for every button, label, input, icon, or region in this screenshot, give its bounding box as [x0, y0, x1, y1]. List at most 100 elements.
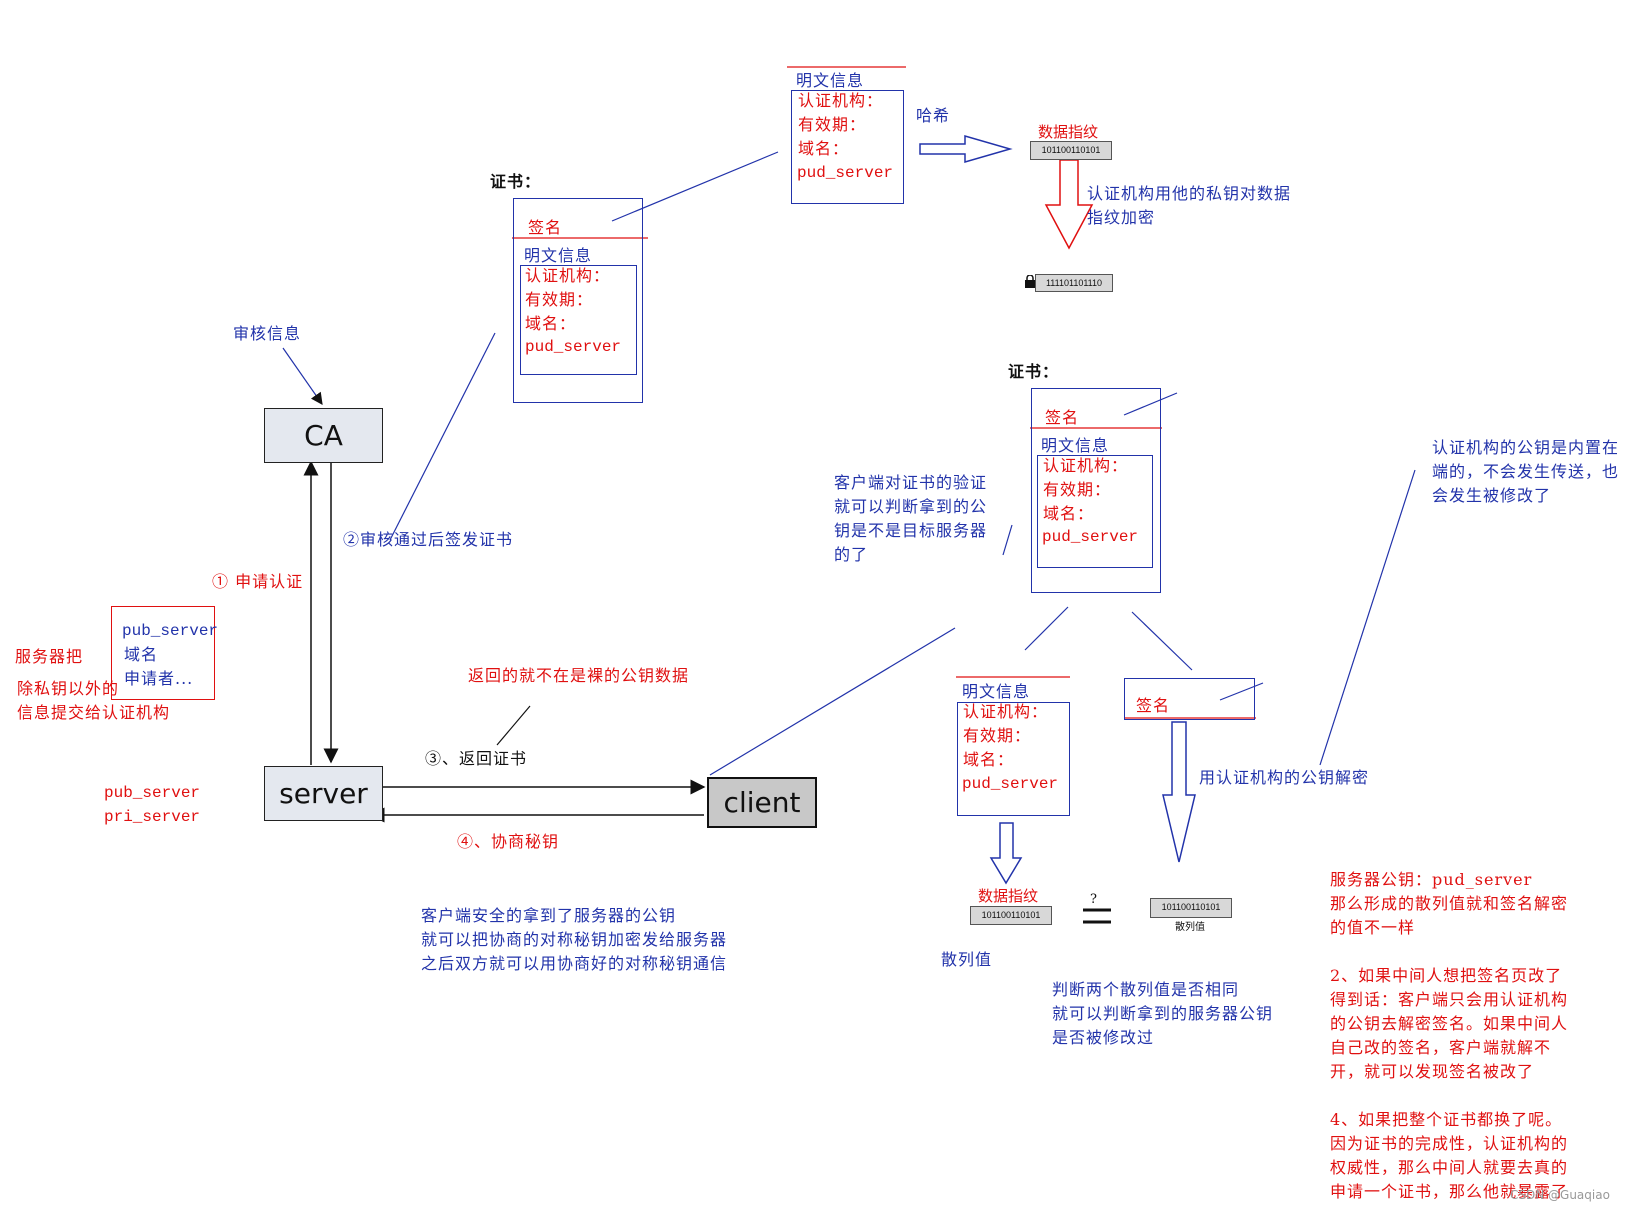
line-client-cert2	[709, 627, 956, 776]
cert1-plain: 明文信息	[524, 246, 593, 265]
cert2-field-ca: 认证机构：	[1043, 456, 1129, 475]
cert2-sign: 签名	[1045, 408, 1080, 427]
cert1-field-validity: 有效期：	[525, 290, 594, 309]
split-sign-box	[1124, 678, 1255, 720]
encrypt-arrow-icon	[1044, 159, 1094, 250]
line-cert2-plain	[1024, 606, 1069, 651]
client-note-1: 客户端安全的拿到了服务器的公钥	[421, 906, 677, 925]
client-note-2: 就可以把协商的对称秘钥加密发给服务器	[421, 930, 728, 949]
info-box	[111, 606, 215, 700]
hash-down-arrow-icon	[989, 822, 1023, 885]
cert2-box	[1031, 388, 1161, 593]
split-field-key: pud_server	[962, 775, 1059, 793]
arrow-review-info	[282, 347, 323, 405]
verify-note-2: 就可以判断拿到的公	[834, 497, 988, 516]
split-fingerprint-label: 数据指纹	[978, 887, 1039, 905]
compare-note-3: 是否被修改过	[1052, 1028, 1155, 1047]
split-fingerprint-value: 101100110101	[970, 906, 1052, 925]
step2-label: ②审核通过后签发证书	[343, 530, 514, 549]
watermark: CSDN @Guaqiao	[1510, 1188, 1610, 1202]
cert1-box	[513, 198, 643, 403]
top-fingerprint-label: 数据指纹	[1038, 123, 1099, 141]
server-desc-2: 信息提交给认证机构	[17, 703, 171, 722]
line-cert-plain	[611, 151, 779, 222]
top-field-domain: 域名：	[798, 139, 850, 158]
server-intro: 服务器把	[15, 647, 84, 666]
cert2-field-validity: 有效期：	[1043, 480, 1112, 499]
step1-label: ① 申请认证	[212, 572, 304, 591]
attack-note-6: 得到话：客户端只会用认证机构	[1330, 990, 1569, 1009]
right-hash-value: 101100110101	[1150, 898, 1232, 918]
attack-note-13: 权威性，那么中间人就要去真的	[1330, 1158, 1569, 1177]
question-mark: ?	[1090, 892, 1098, 907]
verify-note-1: 客户端对证书的验证	[834, 473, 988, 492]
cert2-fields-box	[1037, 455, 1153, 568]
split-field-domain: 域名：	[963, 750, 1015, 769]
server-node[interactable]: server	[264, 766, 383, 821]
attack-note-1: 服务器公钥：pud_server	[1330, 870, 1533, 889]
attack-note-7: 的公钥去解密签名。如果中间人	[1330, 1014, 1569, 1033]
top-field-ca: 认证机构：	[798, 91, 884, 110]
top-plain-title: 明文信息	[796, 71, 865, 90]
split-sign: 签名	[1136, 696, 1171, 715]
step4-label: ④、协商秘钥	[457, 832, 560, 851]
split-field-validity: 有效期：	[963, 726, 1032, 745]
line-not-naked	[496, 705, 531, 746]
hash-label: 哈希	[916, 106, 951, 125]
decrypt-down-arrow-icon	[1162, 721, 1196, 863]
step3-label: ③、返回证书	[425, 749, 528, 768]
top-field-key: pud_server	[797, 164, 894, 182]
attack-note-3: 的值不一样	[1330, 918, 1416, 937]
ca-node[interactable]: CA	[264, 408, 383, 463]
key-pri-server: pri_server	[104, 808, 201, 826]
cert1-field-key: pud_server	[525, 338, 622, 356]
encrypted-value: 111101101110	[1035, 274, 1113, 292]
attack-note-12: 因为证书的完成性，认证机构的	[1330, 1134, 1569, 1153]
builtin-note-3: 会发生被修改了	[1432, 486, 1552, 505]
cert2-title: 证书：	[1008, 362, 1060, 381]
decrypt-note: 用认证机构的公钥解密	[1199, 768, 1370, 787]
cert1-sign: 签名	[528, 218, 563, 237]
compare-note-2: 就可以判断拿到的服务器公钥	[1052, 1004, 1274, 1023]
right-hash-caption: 散列值	[1175, 922, 1205, 933]
verify-note-3: 钥是不是目标服务器	[834, 521, 988, 540]
attack-note-9: 开，就可以发现签名被改了	[1330, 1062, 1535, 1081]
key-pub-server: pub_server	[104, 784, 201, 802]
not-naked-note: 返回的就不在是裸的公钥数据	[468, 666, 690, 685]
top-field-validity: 有效期：	[798, 115, 867, 134]
review-info: 审核信息	[233, 324, 302, 343]
attack-note-5: 2、如果中间人想把签名页改了	[1330, 966, 1563, 985]
cert2-plain: 明文信息	[1041, 436, 1110, 455]
attack-note-14: 申请一个证书，那么他就暴露了	[1330, 1182, 1569, 1201]
encrypt-note-2: 指纹加密	[1087, 208, 1156, 227]
builtin-note-2: 端的，不会发生传送，也	[1432, 462, 1620, 481]
cert2-field-key: pud_server	[1042, 528, 1139, 546]
top-plain-box	[791, 90, 904, 204]
attack-note-11: 4、如果把整个证书都换了呢。	[1330, 1110, 1563, 1129]
attack-note-8: 自己改的签名，客户端就解不	[1330, 1038, 1552, 1057]
encrypt-note-1: 认证机构用他的私钥对数据	[1087, 184, 1292, 203]
split-field-ca: 认证机构：	[963, 702, 1049, 721]
cert1-field-ca: 认证机构：	[525, 266, 611, 285]
split-plain-box	[957, 702, 1070, 816]
server-desc-1: 除私钥以外的	[17, 679, 120, 698]
client-node[interactable]: client	[707, 777, 817, 828]
line-cert2-sign	[1131, 611, 1193, 671]
hash-arrow-icon	[919, 135, 1013, 163]
client-note-3: 之后双方就可以用协商好的对称秘钥通信	[421, 954, 728, 973]
cert1-field-domain: 域名：	[525, 314, 577, 333]
compare-note-1: 判断两个散列值是否相同	[1052, 980, 1240, 999]
builtin-note-1: 认证机构的公钥是内置在	[1432, 438, 1620, 457]
lock-icon	[1025, 273, 1035, 288]
top-fingerprint-value: 101100110101	[1030, 141, 1112, 160]
attack-note-2: 那么形成的散列值就和签名解密	[1330, 894, 1569, 913]
cert1-fields-box	[520, 265, 637, 375]
line-ca-cert	[389, 332, 496, 541]
info-pub-server: pub_server	[122, 622, 219, 640]
info-domain: 域名	[124, 645, 159, 664]
line-builtin-note	[1319, 469, 1416, 766]
split-plain-title: 明文信息	[962, 682, 1031, 701]
hash-value-label: 散列值	[941, 950, 993, 969]
cert2-field-domain: 域名：	[1043, 504, 1095, 523]
